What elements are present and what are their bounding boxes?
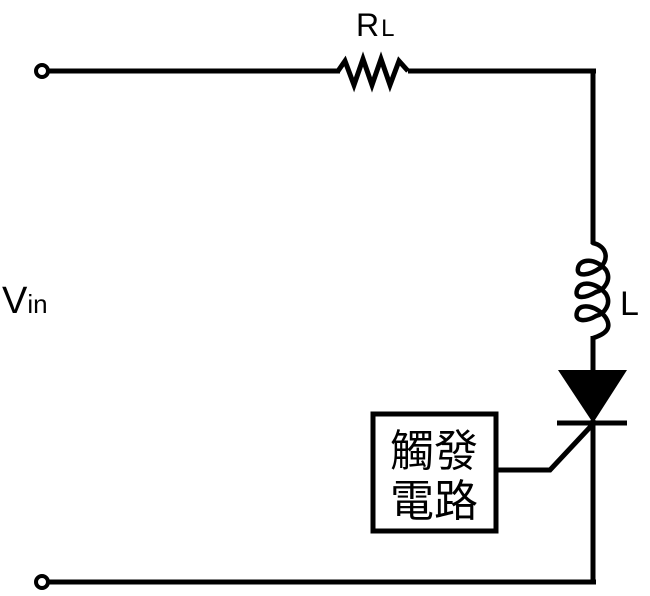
trigger-circuit-label-line1: 觸發: [390, 426, 478, 477]
input-voltage-label: Vin: [2, 280, 48, 322]
trigger-circuit-box: [370, 411, 499, 534]
resistor-label: RL: [356, 7, 394, 43]
input-terminal-top: [34, 63, 50, 79]
trigger-circuit-label-line2: 電路: [390, 476, 478, 527]
thyristor-anode-triangle: [558, 370, 627, 423]
thyristor-gate-lead: [497, 422, 595, 473]
input-terminal-bottom: [34, 574, 50, 590]
inductor-label: L: [620, 285, 639, 323]
inductor-symbol: [574, 240, 611, 341]
resistor-symbol: [335, 51, 410, 93]
